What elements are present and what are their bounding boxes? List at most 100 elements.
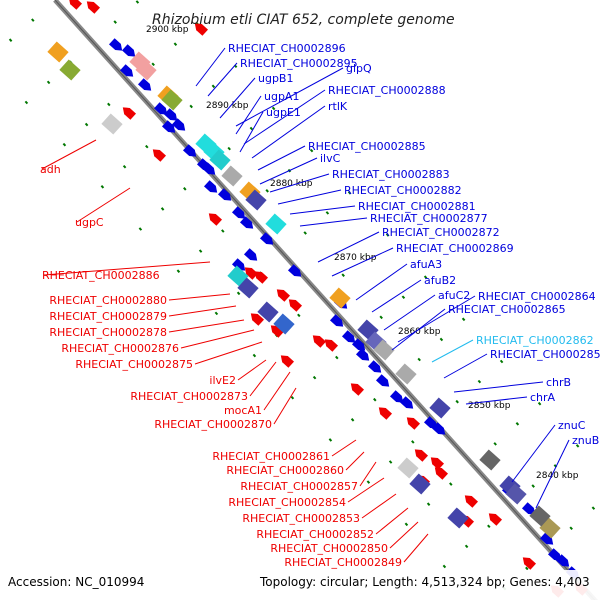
forward-gene-label: RHECIAT_CH0002882 bbox=[344, 184, 462, 197]
reverse-gene-label: RHECIAT_CH0002860 bbox=[226, 464, 344, 477]
forward-gene-arrow bbox=[287, 264, 302, 277]
tick-dot bbox=[297, 313, 301, 318]
reverse-gene-arrow bbox=[270, 325, 285, 338]
reverse-gene-label: RHECIAT_CH0002878 bbox=[49, 326, 167, 339]
leader-line bbox=[180, 329, 255, 349]
tick-dot bbox=[385, 233, 390, 237]
reverse-gene-label: ugpC bbox=[75, 216, 104, 229]
forward-gene-arrow bbox=[367, 360, 382, 373]
forward-gene-arrow bbox=[547, 548, 562, 561]
tick-dot bbox=[46, 80, 51, 85]
tick-dot bbox=[113, 20, 117, 24]
reverse-gene-arrow bbox=[276, 289, 291, 302]
reverse-gene-arrow bbox=[378, 407, 393, 420]
forward-gene-arrow bbox=[203, 180, 218, 193]
reverse-gene-label: RHECIAT_CH0002876 bbox=[61, 342, 179, 355]
feature-block bbox=[221, 165, 243, 187]
tick-dot bbox=[493, 442, 497, 446]
leader-line bbox=[259, 157, 318, 185]
feature-block bbox=[429, 397, 451, 419]
forward-gene-arrow bbox=[137, 78, 152, 91]
leader-line bbox=[431, 339, 474, 363]
tick-dot bbox=[151, 62, 155, 67]
forward-gene-arrow bbox=[201, 162, 216, 175]
leader-line bbox=[263, 371, 291, 411]
tick-dot bbox=[183, 187, 187, 191]
tick-dot bbox=[455, 399, 459, 404]
tick-dot bbox=[189, 104, 193, 109]
footer-background bbox=[0, 570, 600, 600]
tick-dot bbox=[303, 231, 307, 235]
tick-dot bbox=[107, 102, 111, 107]
forward-gene-label: ugpB1 bbox=[258, 72, 293, 85]
leader-line bbox=[383, 294, 436, 331]
feature-block bbox=[209, 149, 231, 171]
reverse-gene-arrow bbox=[250, 313, 265, 326]
leader-line bbox=[403, 533, 429, 563]
forward-gene-arrow bbox=[555, 554, 570, 567]
reverse-gene-arrow bbox=[488, 513, 503, 526]
leader-line bbox=[465, 396, 528, 405]
tick-dot bbox=[214, 311, 219, 316]
tick-dot bbox=[328, 438, 333, 442]
genome-summary-text: Topology: circular; Length: 4,513,324 bp… bbox=[259, 575, 590, 589]
forward-gene-arrow bbox=[231, 206, 246, 219]
forward-gene-label: RHECIAT_CH0002896 bbox=[228, 42, 346, 55]
tick-dot bbox=[31, 18, 35, 22]
tick-label-bg bbox=[466, 399, 512, 411]
feature-block bbox=[257, 301, 279, 323]
feature-block bbox=[505, 483, 527, 505]
tick-dot bbox=[461, 317, 466, 322]
reverse-gene-label: RHECIAT_CH0002879 bbox=[49, 310, 167, 323]
forward-gene-label: RHECIAT_CH0002859 bbox=[490, 348, 600, 361]
leader-line bbox=[249, 361, 277, 397]
forward-gene-arrow bbox=[108, 38, 123, 51]
feature-block bbox=[47, 41, 69, 63]
feature-block bbox=[409, 473, 431, 495]
leader-line bbox=[168, 305, 237, 317]
forward-gene-arrow bbox=[217, 188, 232, 201]
reverse-gene-label: RHECIAT_CH0002854 bbox=[228, 496, 346, 509]
leader-line bbox=[317, 231, 380, 263]
forward-gene-arrow bbox=[161, 120, 176, 133]
reverse-gene-arrow bbox=[324, 339, 339, 352]
tick-dot bbox=[439, 337, 444, 342]
leader-line bbox=[235, 67, 344, 127]
forward-gene-label: RHECIAT_CH0002865 bbox=[448, 303, 566, 316]
tick-label-bg bbox=[204, 99, 250, 111]
forward-gene-arrow bbox=[243, 248, 258, 261]
forward-gene-label: glpQ bbox=[346, 62, 372, 75]
reverse-gene-arrow bbox=[288, 299, 303, 312]
accession-text: Accession: NC_010994 bbox=[8, 575, 144, 589]
leader-line bbox=[195, 47, 226, 87]
kbp-tick-label: 2850 kbp bbox=[468, 401, 511, 411]
reverse-gene-label: RHECIAT_CH0002850 bbox=[270, 542, 388, 555]
forward-gene-arrow bbox=[153, 102, 168, 115]
tick-dot bbox=[198, 249, 203, 253]
leader-line bbox=[243, 89, 326, 145]
tick-dot bbox=[8, 38, 13, 42]
forward-gene-label: RHECIAT_CH0002862 bbox=[476, 334, 594, 347]
tick-label-bg bbox=[534, 469, 580, 481]
tick-dot bbox=[236, 291, 241, 296]
forward-gene-label: RHECIAT_CH0002881 bbox=[358, 200, 476, 213]
leader-line bbox=[389, 521, 419, 549]
reverse-gene-label: RHECIAT_CH0002857 bbox=[240, 480, 358, 493]
tick-dot bbox=[84, 122, 89, 127]
feature-block bbox=[447, 507, 469, 529]
forward-gene-label: ugpE1 bbox=[266, 106, 301, 119]
reverse-gene-label: RHECIAT_CH0002861 bbox=[212, 450, 330, 463]
forward-gene-label: RHECIAT_CH0002872 bbox=[382, 226, 500, 239]
map-title: Rhizobium etli CIAT 652, complete genome bbox=[152, 12, 455, 28]
tick-dot bbox=[122, 164, 127, 169]
leader-line bbox=[251, 105, 326, 159]
tick-dot bbox=[252, 353, 257, 358]
forward-gene-label: RHECIAT_CH0002885 bbox=[308, 140, 426, 153]
feature-block bbox=[101, 113, 123, 135]
reverse-gene-arrow bbox=[280, 355, 295, 368]
leader-line bbox=[207, 62, 238, 97]
forward-strand-features bbox=[108, 38, 580, 579]
tick-dots bbox=[8, 0, 596, 591]
tick-dot bbox=[449, 482, 453, 486]
